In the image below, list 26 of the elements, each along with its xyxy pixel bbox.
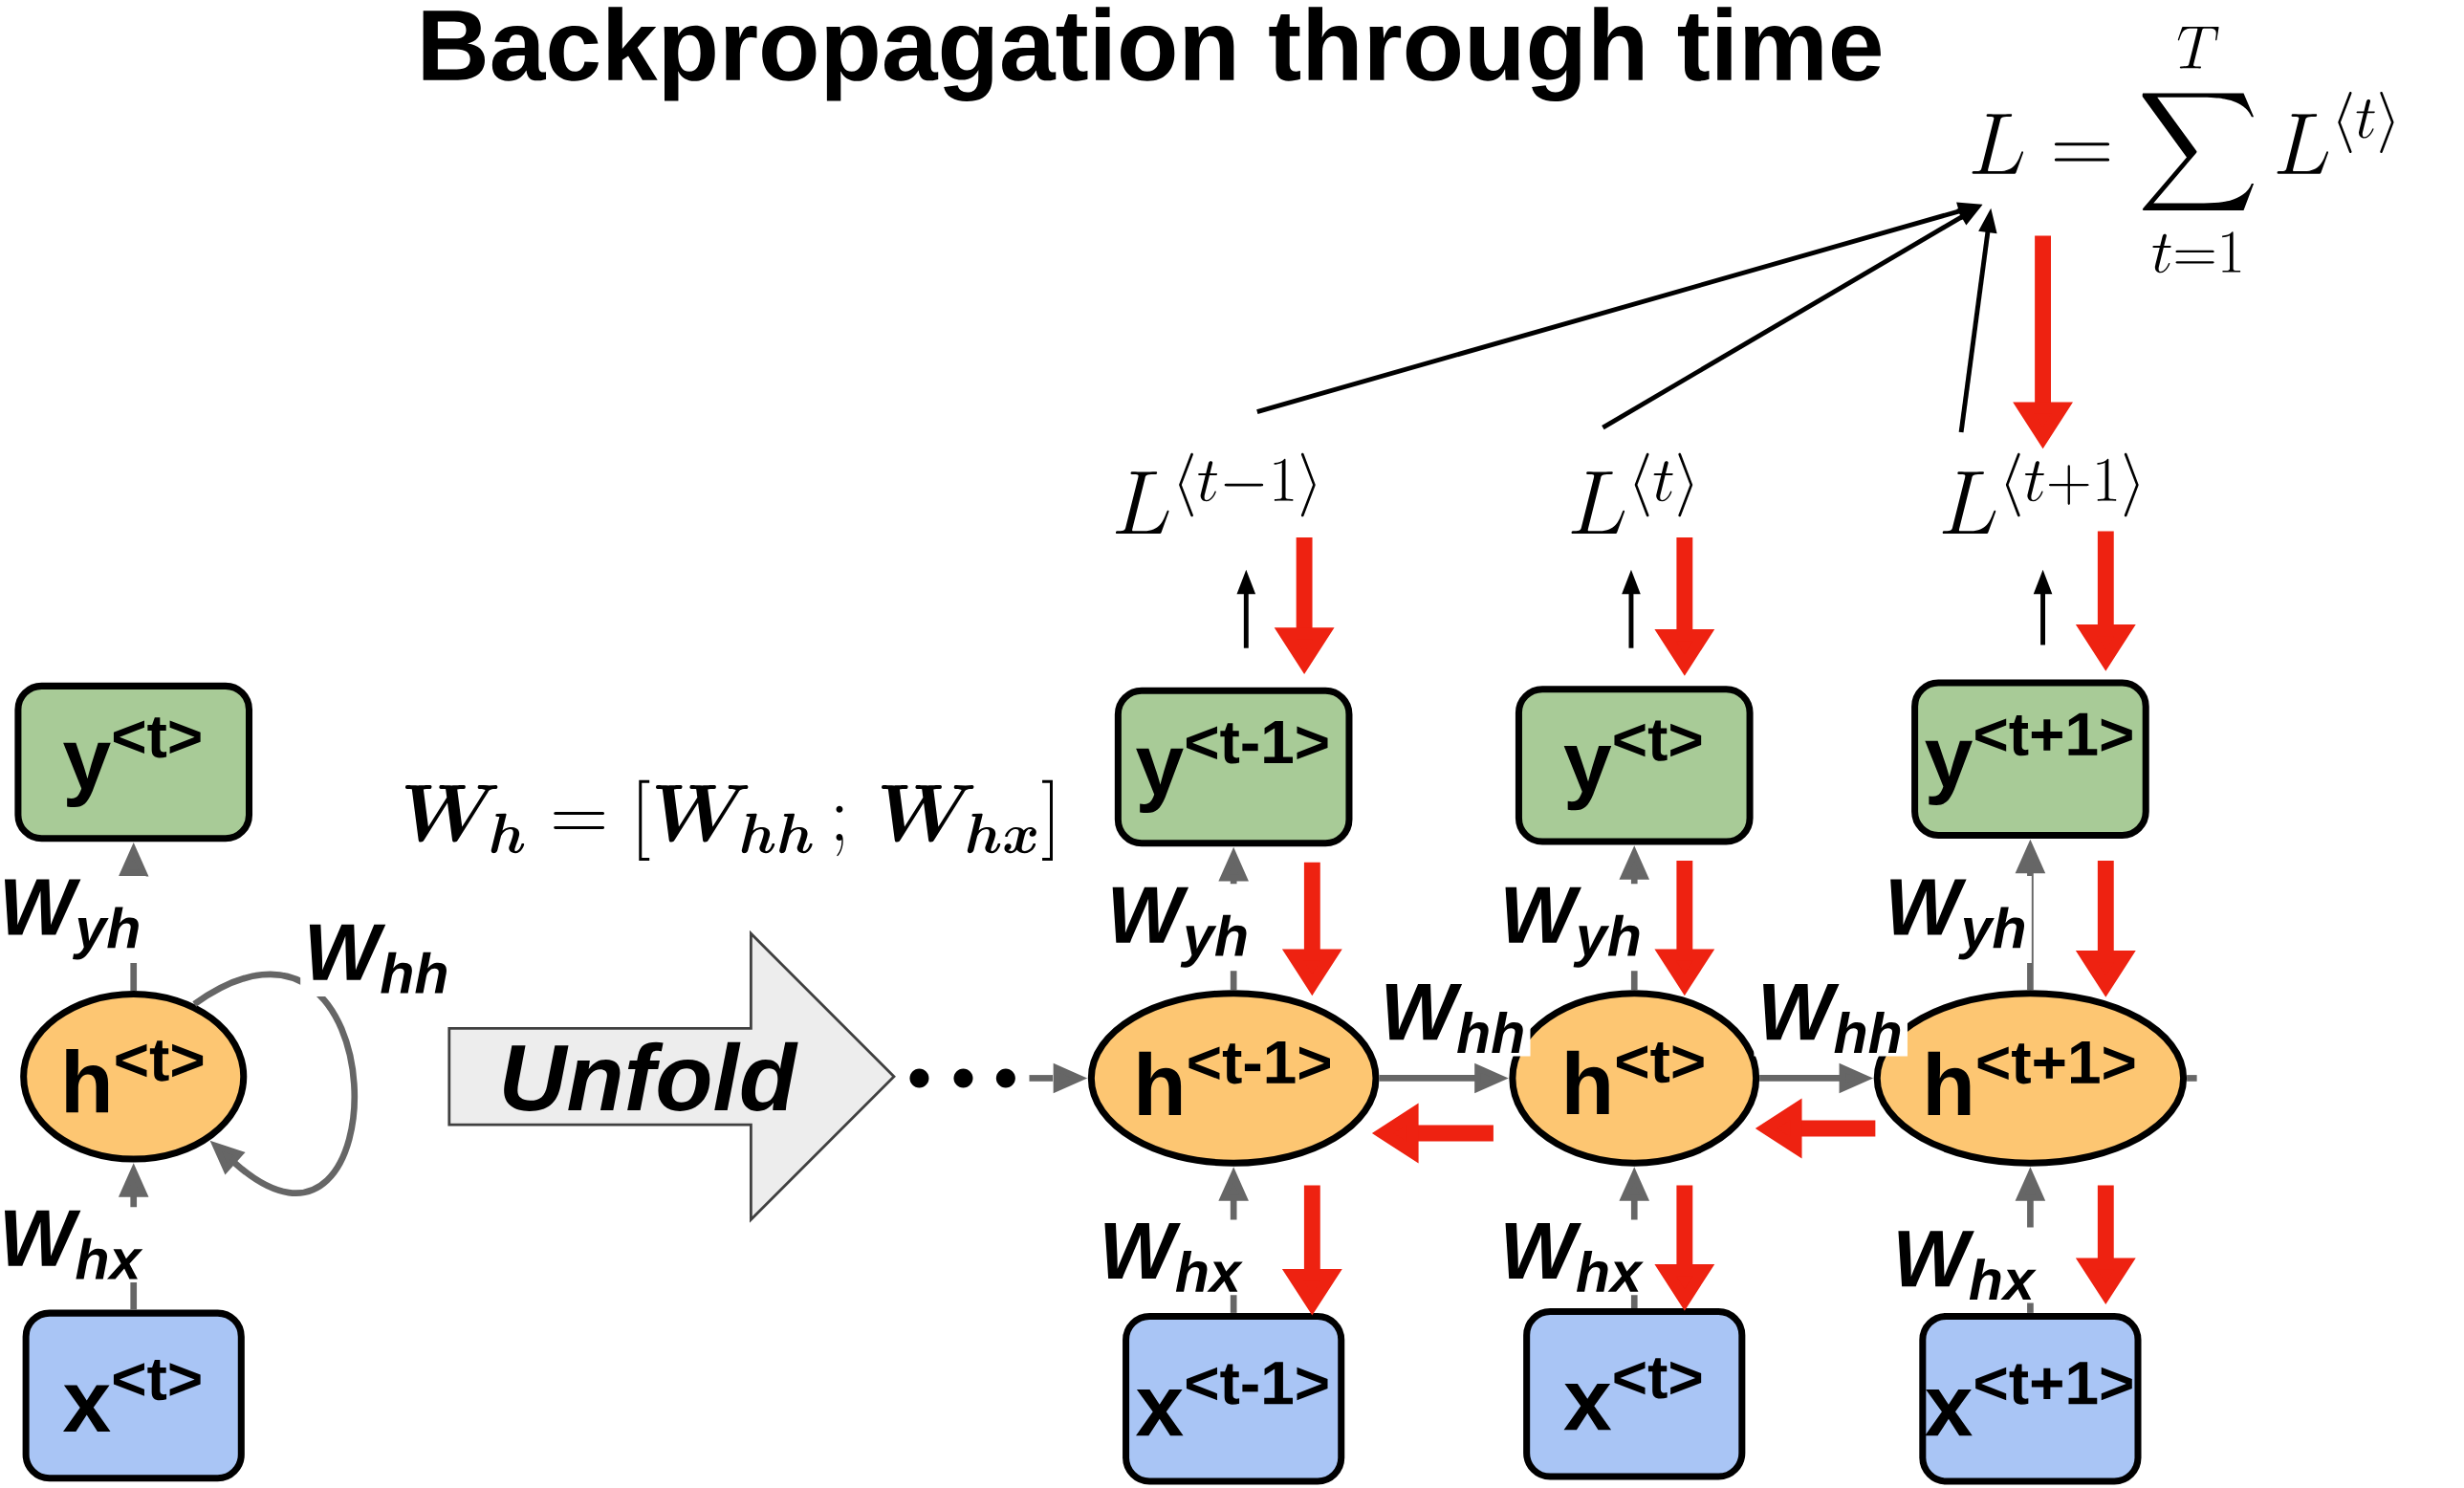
input-box: x$^{<t>}$	[1523, 1307, 1746, 1480]
edge-label: W$_{hx}$	[1095, 1219, 1247, 1295]
edge-label: W$_{hx}$	[1888, 1227, 2040, 1303]
weight-formula: $\boldsymbol{W_h}=\left[\boldsymbol{W_{hh}}\,;\,\boldsymbol{W_{hx}}\right]$	[404, 779, 1053, 861]
edge-label: W$_{yh}$	[1103, 883, 1254, 971]
loss-formula: $L = \sum_{t=1}^{T} L^{\langle t \rangle}$	[1972, 26, 2394, 274]
input-box: x$^{<t>}$	[22, 1309, 245, 1482]
edge-label: W$_{hh}$	[1377, 980, 1531, 1057]
edge-label: W$_{yh}$	[1495, 883, 1647, 971]
input-box: x$^{<t-1>}$	[1123, 1312, 1345, 1485]
edge-label: W$_{hh}$	[300, 920, 454, 996]
edge-label: W$_{hx}$	[1495, 1219, 1647, 1295]
edge-label: W$_{yh}$	[1881, 875, 2032, 963]
input-box: x$^{<t+1>}$	[1919, 1312, 2142, 1485]
output-box: y$^{<t-1>}$	[1114, 687, 1353, 847]
edge-label: W$_{hh}$	[1754, 980, 1908, 1057]
loss-formula: $L^{\langle t+1 \rangle}$	[1942, 452, 2139, 534]
edge-label: W$_{yh}$	[0, 875, 146, 963]
output-box: y$^{<t>}$	[1515, 685, 1754, 845]
loss-formula: $L^{\langle t \rangle}$	[1571, 452, 1693, 534]
arrow	[192, 972, 358, 1195]
loss-formula: $L^{\langle t-1 \rangle}$	[1115, 452, 1316, 534]
title: Backpropagation through time	[423, 7, 1881, 101]
output-box: y$^{<t+1>}$	[1911, 679, 2149, 839]
edge-label: W$_{hx}$	[0, 1207, 146, 1282]
output-box: y$^{<t>}$	[14, 682, 253, 842]
